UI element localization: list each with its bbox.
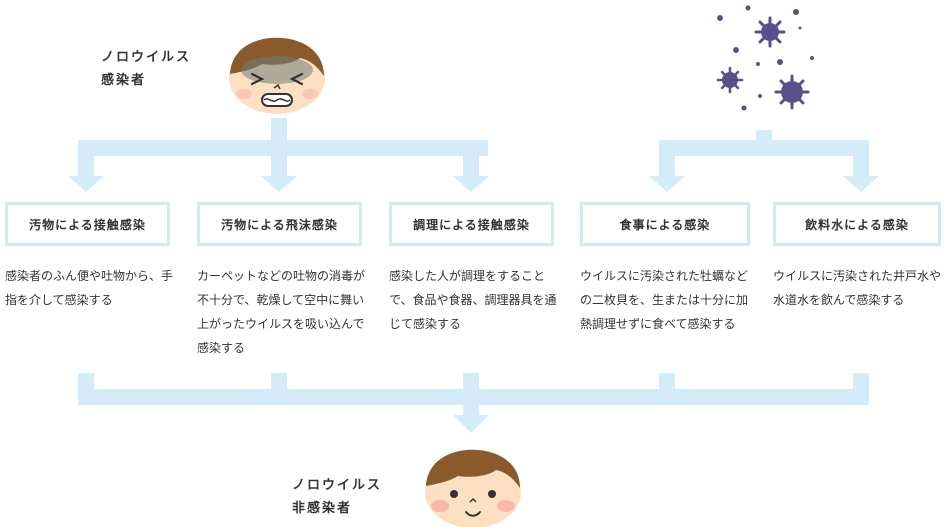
route-desc-contact-waste: 感染者のふん便や吐物から、手指を介して感染する — [5, 269, 174, 307]
target-label-line1: ノロウイルス — [292, 478, 383, 493]
virus-icon — [716, 5, 814, 111]
route-desc-food: ウイルスに汚染された牡蠣などの二枚貝を、生または十分に加熱調理せずに食べて感染す… — [580, 269, 749, 331]
route-desc-cooking: 感染した人が調理をすることで、食品や食器、調理器具を通じて感染する — [389, 269, 557, 331]
target-label: ノロウイルス 非感染者 — [292, 474, 382, 520]
route-title: 汚物による接触感染 — [29, 217, 146, 232]
route-desc-water: ウイルスに汚染された井戸水や水道水を飲んで感染する — [773, 269, 942, 307]
route-box-food: 食事による感染 — [580, 202, 750, 246]
source-label: ノロウイルス 感染者 — [101, 46, 191, 92]
route-box-cooking: 調理による接触感染 — [389, 202, 554, 246]
route-title: 食事による感染 — [619, 217, 711, 232]
source-label-line1: ノロウイルス — [101, 50, 192, 65]
route-title: 飲料水による感染 — [805, 217, 909, 232]
sick-face-icon — [229, 37, 325, 114]
route-title: 調理による接触感染 — [413, 217, 530, 232]
route-title: 汚物による飛沫感染 — [221, 217, 338, 232]
route-box-contact-waste: 汚物による接触感染 — [5, 202, 170, 246]
route-desc-droplet-waste: カーペットなどの吐物の消毒が不十分で、乾燥して空中に舞い上がったウイルスを吸い込… — [197, 269, 366, 355]
source-label-line2: 感染者 — [101, 73, 147, 88]
route-box-droplet-waste: 汚物による飛沫感染 — [197, 202, 362, 246]
healthy-face-icon — [425, 449, 521, 527]
route-box-water: 飲料水による感染 — [773, 202, 941, 246]
target-label-line2: 非感染者 — [292, 501, 353, 516]
